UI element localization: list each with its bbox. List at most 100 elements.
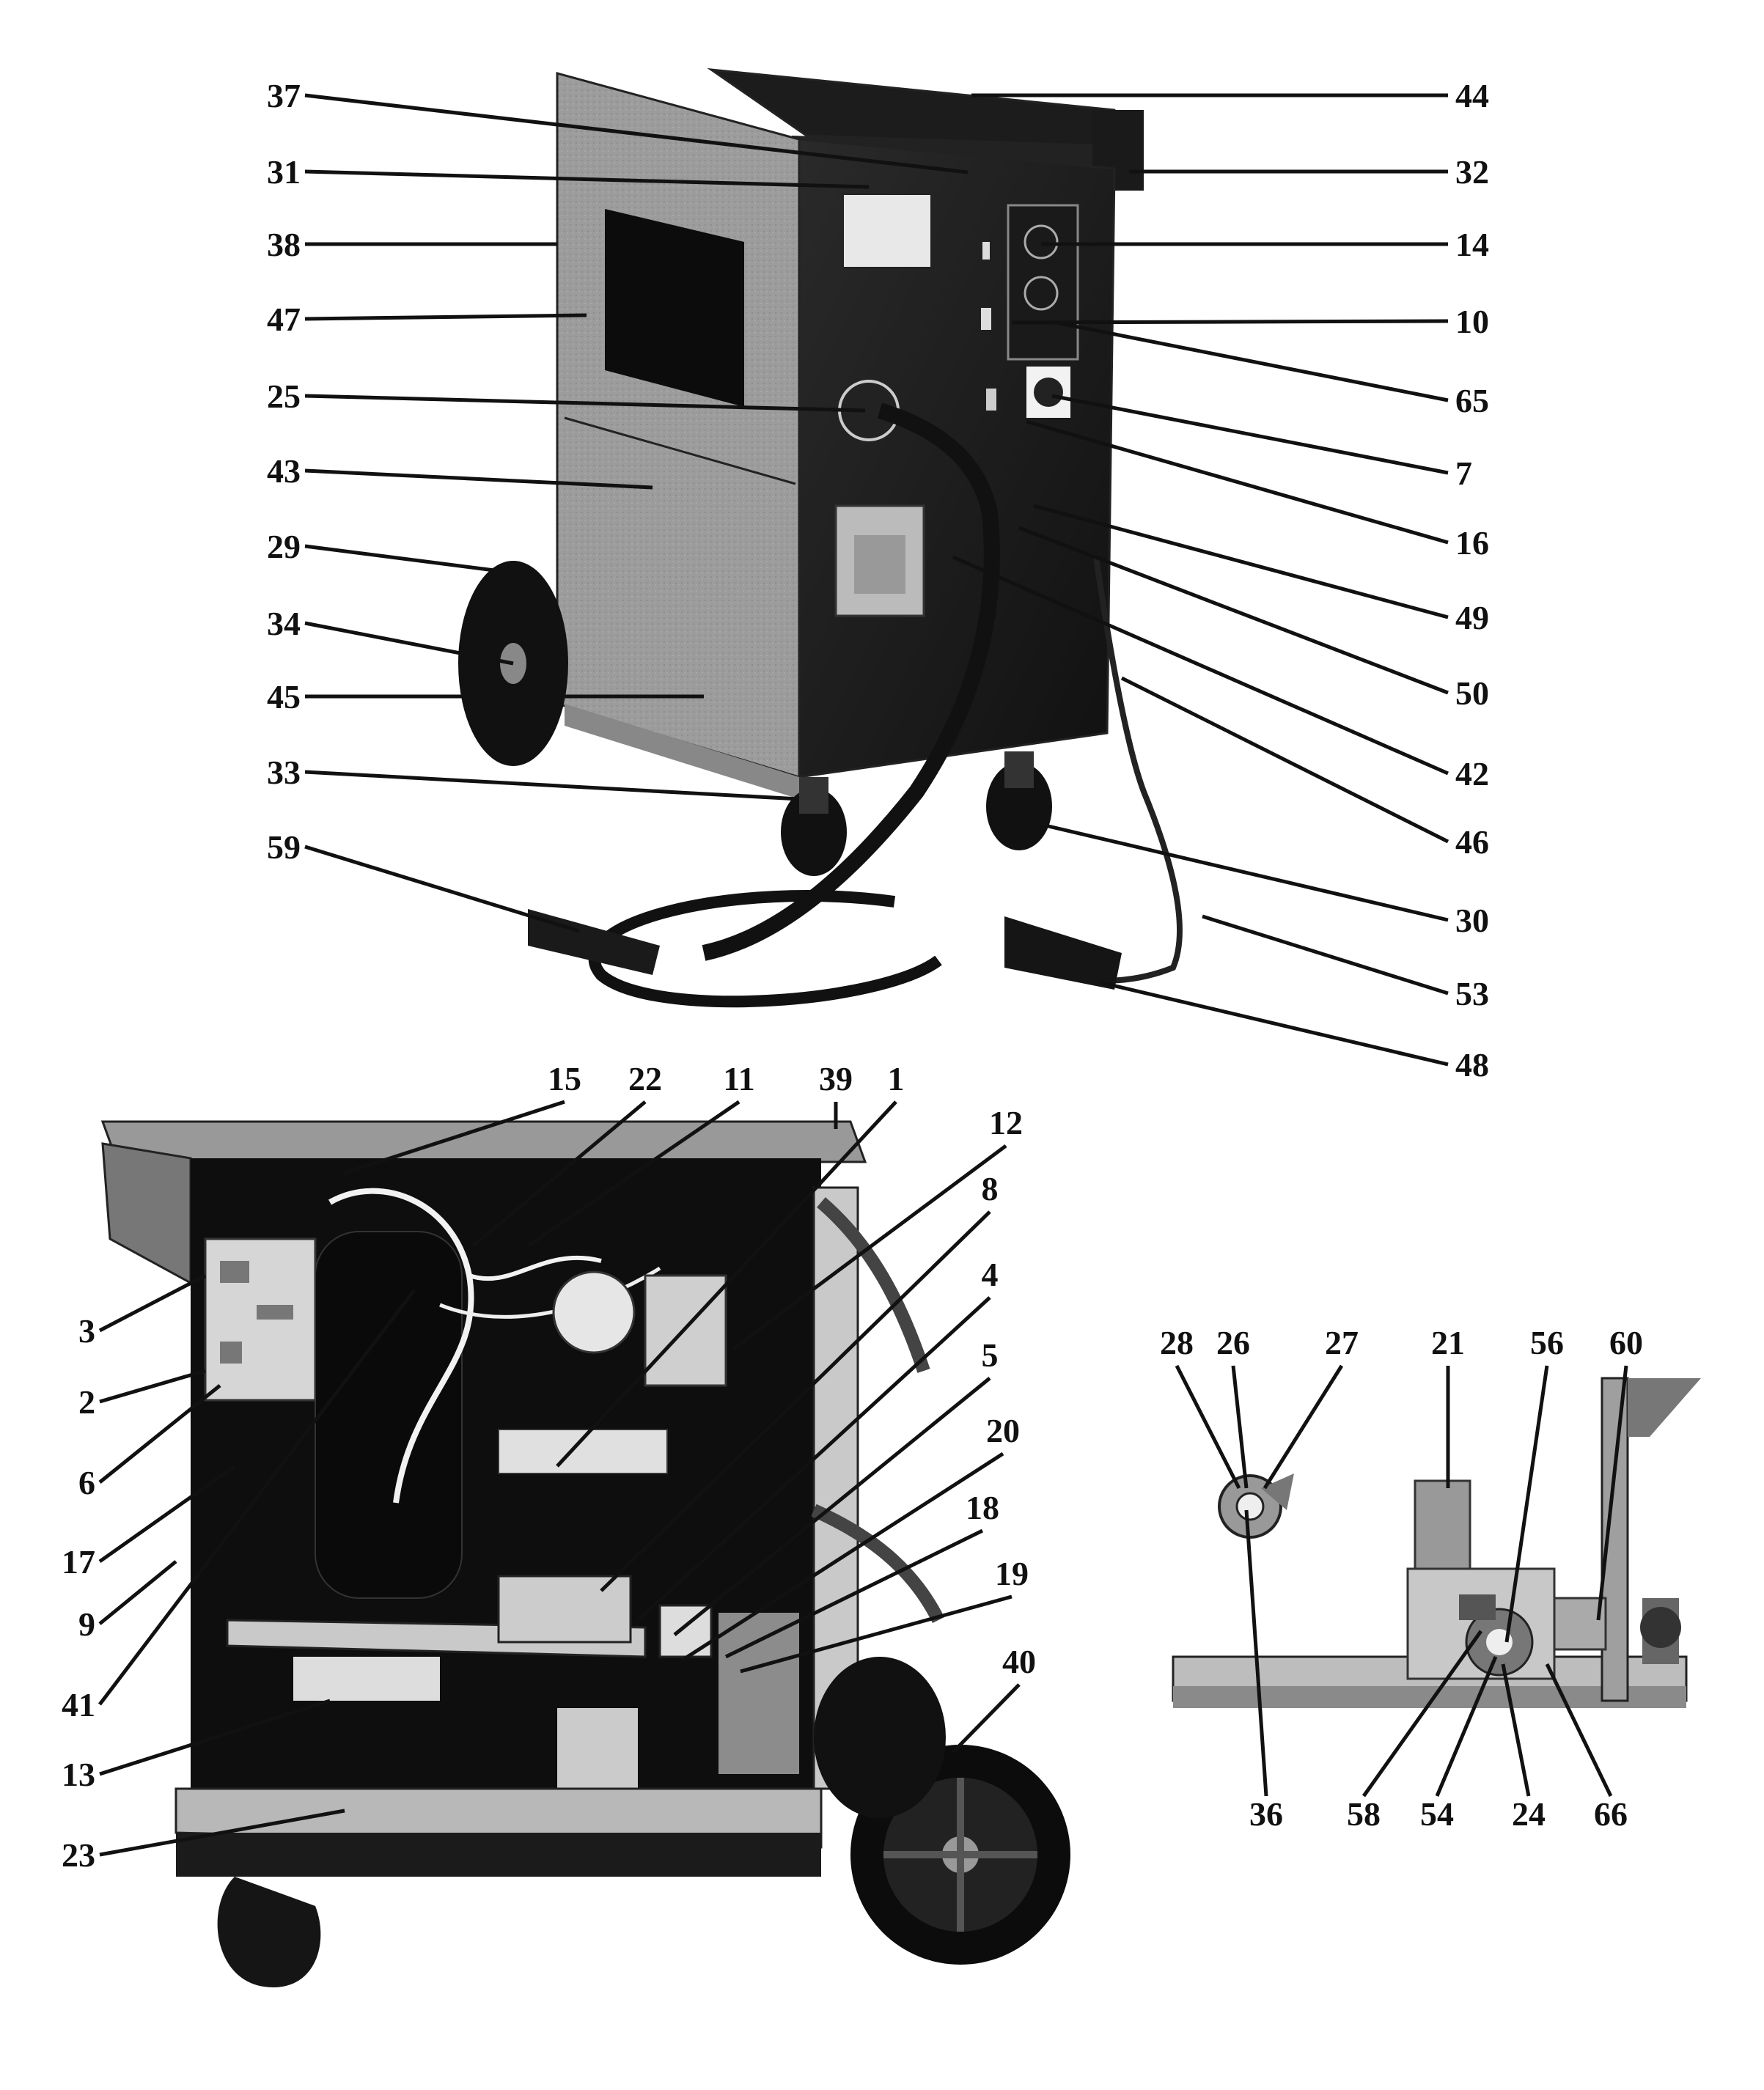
welder-interior-view (100, 1120, 1070, 1987)
callout-19: 19 (740, 1555, 1029, 1674)
callout-13: 13 (62, 1699, 331, 1793)
callout-22: 22 (471, 1060, 662, 1248)
callout-label: 10 (1455, 303, 1489, 340)
callout-label: 50 (1455, 674, 1489, 712)
callout-28: 28 (1160, 1324, 1241, 1490)
callout-label: 38 (267, 226, 301, 263)
wire-feed-detail-view (1172, 1377, 1701, 1708)
leader-line (526, 1100, 740, 1248)
callout-label: 6 (78, 1464, 95, 1501)
leader-line (680, 1451, 1004, 1663)
callout-39: 39 (819, 1060, 853, 1129)
leader-line (99, 1369, 206, 1404)
callout-label: 7 (1455, 455, 1472, 492)
callout-8: 8 (600, 1170, 999, 1592)
callout-58: 58 (1347, 1630, 1483, 1833)
callout-24: 24 (1501, 1663, 1546, 1833)
callout-65: 65 (1055, 320, 1489, 419)
callout-31: 31 (267, 153, 870, 191)
leader-line (673, 1377, 991, 1636)
callout-20: 20 (680, 1412, 1020, 1663)
callout-9: 9 (78, 1560, 177, 1643)
callout-45: 45 (267, 678, 704, 715)
leader-line (98, 1464, 236, 1564)
callout-29: 29 (267, 528, 507, 574)
callout-label: 36 (1249, 1795, 1283, 1833)
callout-label: 19 (995, 1555, 1029, 1592)
leader-line (1033, 504, 1449, 619)
leader-line (98, 1560, 177, 1625)
callout-label: 40 (1002, 1643, 1036, 1680)
leader-line (1501, 1663, 1531, 1797)
callout-label: 1 (888, 1060, 905, 1097)
leader-line (740, 1594, 1013, 1674)
callout-label: 22 (628, 1060, 662, 1097)
leader-line (98, 1384, 221, 1484)
callout-label: 4 (982, 1256, 999, 1293)
leader-line (304, 93, 969, 174)
callout-11: 11 (526, 1060, 755, 1248)
leader-line (1545, 1663, 1613, 1798)
leader-line (1175, 1364, 1241, 1490)
callout-33: 33 (267, 754, 800, 801)
callout-label: 39 (819, 1060, 853, 1097)
callout-2: 2 (78, 1369, 206, 1421)
leader-line (1263, 1364, 1344, 1490)
leader-line (556, 1100, 897, 1468)
leader-line (724, 1528, 984, 1659)
leader-line (952, 1683, 1021, 1754)
callout-label: 27 (1325, 1324, 1359, 1361)
callout-43: 43 (267, 452, 653, 490)
callout-label: 33 (267, 754, 301, 791)
callout-21: 21 (1431, 1324, 1465, 1488)
callout-label: 42 (1455, 755, 1489, 792)
leader-line (98, 1289, 416, 1706)
callout-label: 58 (1347, 1795, 1381, 1833)
callout-3: 3 (78, 1273, 207, 1350)
leader-line (304, 394, 866, 413)
leader-line (304, 313, 587, 321)
leader-line (952, 555, 1449, 776)
callout-label: 17 (62, 1543, 95, 1581)
callout-12: 12 (732, 1104, 1023, 1351)
callout-label: 56 (1530, 1324, 1564, 1361)
callout-34: 34 (267, 605, 514, 666)
callout-23: 23 (62, 1808, 345, 1874)
leader-line (1435, 1656, 1498, 1797)
leader-line (1231, 1365, 1249, 1489)
leader-line (1011, 319, 1449, 325)
leader-line (1026, 819, 1449, 922)
callout-38: 38 (267, 226, 557, 263)
callout-label: 5 (982, 1336, 999, 1374)
leader-line (1120, 676, 1449, 844)
callout-label: 26 (1216, 1324, 1250, 1361)
callout-label: 24 (1512, 1795, 1546, 1833)
callout-label: 29 (267, 528, 301, 565)
callout-60: 60 (1596, 1324, 1643, 1621)
leader-line (1244, 1509, 1268, 1797)
callout-label: 16 (1455, 524, 1489, 562)
callout-label: 53 (1455, 975, 1489, 1012)
callout-59: 59 (267, 828, 580, 933)
callout-label: 13 (62, 1756, 95, 1793)
callout-10: 10 (1011, 303, 1489, 340)
callout-label: 60 (1609, 1324, 1643, 1361)
callout-label: 15 (548, 1060, 581, 1097)
callout-label: 9 (78, 1605, 95, 1643)
leader-line (304, 169, 870, 189)
leader-line (304, 845, 580, 933)
callout-16: 16 (1026, 419, 1489, 562)
callout-label: 48 (1455, 1046, 1489, 1083)
leader-line (471, 1100, 647, 1248)
callout-label: 2 (78, 1383, 95, 1421)
callout-40: 40 (952, 1643, 1036, 1754)
callout-label: 18 (966, 1489, 999, 1526)
callout-14: 14 (1041, 226, 1489, 263)
callout-56: 56 (1504, 1324, 1564, 1643)
leader-line (304, 621, 514, 666)
callout-48: 48 (1099, 980, 1489, 1083)
callout-46: 46 (1120, 676, 1489, 861)
callout-label: 32 (1455, 153, 1489, 191)
callout-5: 5 (673, 1336, 999, 1636)
